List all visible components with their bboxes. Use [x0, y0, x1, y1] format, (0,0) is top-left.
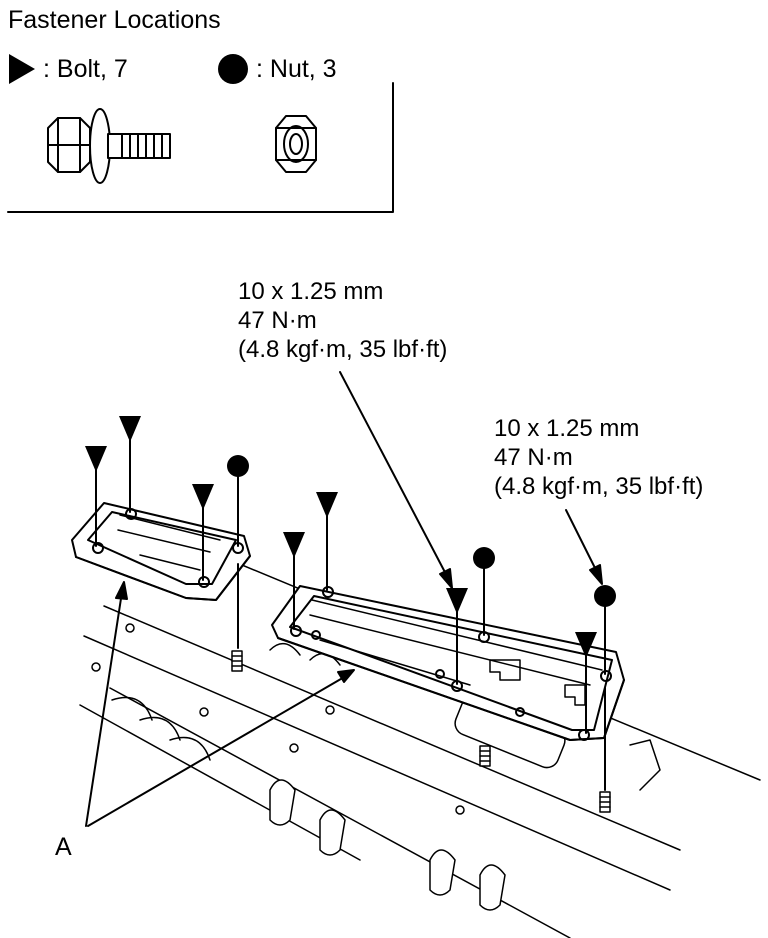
- callout-a-arrow: [87, 669, 355, 827]
- bolt-marker-icon: [85, 446, 107, 547]
- legend-frame: [7, 82, 394, 213]
- callout-a-label: A: [55, 833, 72, 861]
- spec-alt-torque: (4.8 kgf·m, 35 lbf·ft): [494, 473, 704, 500]
- bolt-marker-icon: [316, 492, 338, 591]
- spec-leader-arrow: [565, 509, 603, 585]
- left-cover-plate: [71, 502, 251, 601]
- bolt-marker-icon: [446, 588, 468, 685]
- nut-illustration-icon: [275, 115, 317, 173]
- right-cover-plate: [271, 585, 625, 741]
- stud: [599, 791, 611, 813]
- spec-size: 10 x 1.25 mm: [494, 415, 640, 442]
- bolt-marker-icon: [192, 484, 214, 581]
- nut-marker-icon: [473, 547, 495, 636]
- bolt-marker-icon: [283, 532, 305, 630]
- spec-leader-arrow: [339, 371, 453, 589]
- stud: [231, 650, 243, 672]
- floor-panel: [79, 559, 761, 938]
- nut-marker-icon: [594, 585, 616, 791]
- spec-alt-torque: (4.8 kgf·m, 35 lbf·ft): [238, 336, 448, 363]
- nut-legend-label: : Nut, 3: [256, 55, 337, 83]
- page-title: Fastener Locations: [8, 6, 221, 34]
- callout-a-arrow: [85, 581, 128, 827]
- nut-legend-icon: [218, 54, 248, 84]
- spec-torque: 47 N·m: [238, 307, 317, 334]
- spec-size: 10 x 1.25 mm: [238, 278, 384, 305]
- spec-torque: 47 N·m: [494, 444, 573, 471]
- bolt-legend-icon: [9, 54, 35, 84]
- bolt-legend-label: : Bolt, 7: [43, 55, 128, 83]
- stud: [479, 745, 491, 767]
- bolt-marker-icon: [119, 416, 141, 513]
- torque-spec-upper: 10 x 1.25 mm 47 N·m (4.8 kgf·m, 35 lbf·f…: [238, 277, 447, 364]
- nut-marker-icon: [227, 455, 249, 649]
- bolt-illustration-icon: [47, 108, 171, 184]
- bolt-marker-icon: [575, 632, 597, 734]
- torque-spec-right: 10 x 1.25 mm 47 N·m (4.8 kgf·m, 35 lbf·f…: [494, 414, 703, 501]
